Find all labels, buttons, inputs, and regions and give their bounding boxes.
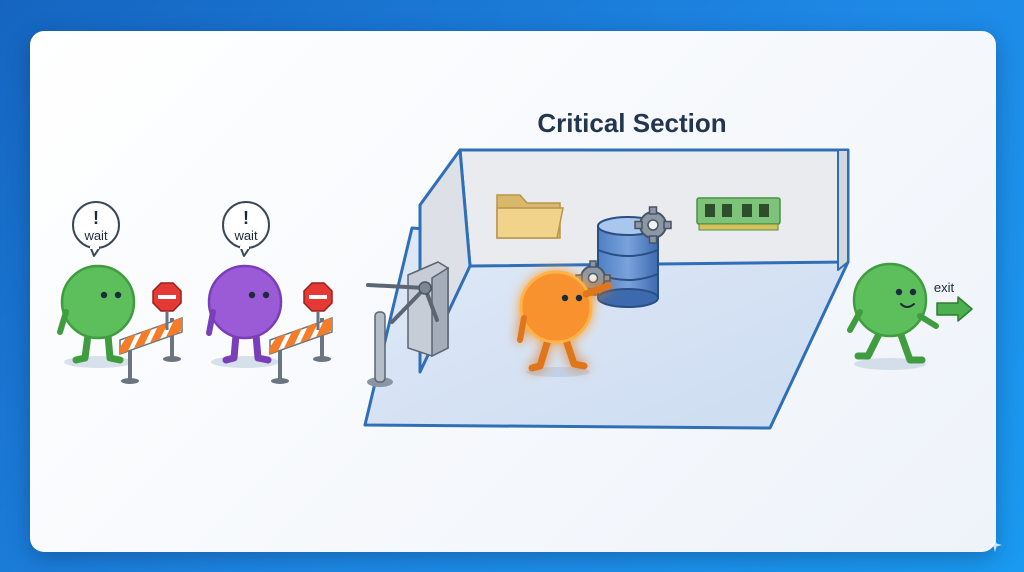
exit-label: exit: [934, 280, 955, 295]
wait-speech-bubble: ! wait: [222, 201, 270, 257]
diagram-title: Critical Section: [537, 108, 726, 138]
waiting-thread-1: [57, 264, 136, 368]
alert-icon: !: [93, 208, 99, 228]
turnstile-icon: [366, 261, 449, 387]
wait-label: wait: [233, 228, 258, 243]
gear-icon: [634, 206, 672, 244]
alert-icon: !: [243, 208, 249, 228]
stop-sign-icon: [303, 282, 333, 330]
room-right-wall: [837, 149, 849, 271]
memory-chip-icon: [696, 197, 781, 231]
arrow-right-icon: [936, 296, 973, 322]
exiting-thread: [847, 262, 939, 370]
critical-section-room: [363, 148, 850, 430]
barrier-icon: [119, 316, 183, 384]
wait-label: wait: [83, 228, 108, 243]
stop-sign-icon: [152, 282, 182, 330]
waiting-thread-2: [206, 264, 283, 368]
barrier-icon: [269, 316, 333, 384]
folder-icon: [496, 194, 564, 239]
active-thread: [517, 270, 612, 377]
sparkle-icon: [988, 538, 1002, 552]
wait-speech-bubble: ! wait: [72, 201, 120, 257]
